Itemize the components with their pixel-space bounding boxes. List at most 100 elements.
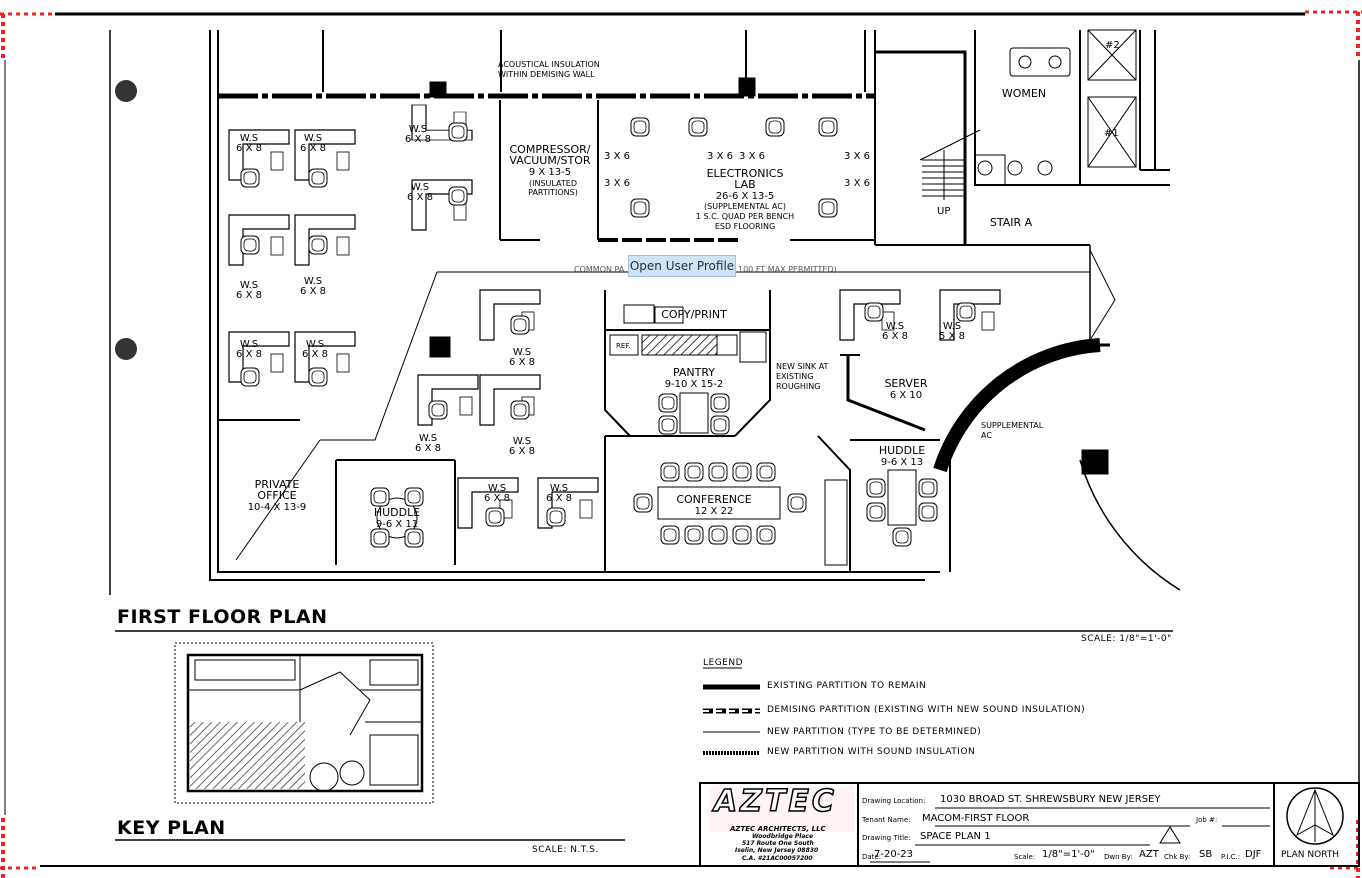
- server-size: 6 X 10: [890, 390, 922, 401]
- huddle-size: 9-6 X 11: [376, 519, 418, 530]
- huddle-size: 9-6 X 13: [881, 457, 923, 468]
- sink-note: NEW SINK AT: [776, 362, 829, 371]
- electronics-size: 26-6 X 13-5: [716, 191, 775, 202]
- drawing-title-label: Drawing Title:: [862, 834, 911, 842]
- office-name: PRIVATE: [255, 478, 300, 491]
- server-name: SERVER: [884, 377, 927, 390]
- ws-size: 6 X 8: [236, 349, 262, 360]
- workstations: [228, 104, 1001, 548]
- firm-logo: AZTEC: [713, 783, 837, 820]
- compressor-name-2: VACUUM/STOR: [509, 154, 590, 167]
- electronics-note-2: 1 S.C. QUAD PER BENCH: [696, 212, 794, 221]
- legend-item: NEW PARTITION WITH SOUND INSULATION: [767, 747, 976, 757]
- key-plan-title: KEY PLAN: [117, 817, 226, 839]
- huddle-name: HUDDLE: [879, 444, 925, 457]
- key-plan-scale: SCALE: N.T.S.: [532, 845, 599, 855]
- firm-address: Iselin, New Jersey 08830: [735, 847, 819, 854]
- tenant-label: Tenant Name:: [862, 816, 911, 824]
- conference-size: 12 X 22: [695, 506, 734, 517]
- up-label: UP: [937, 206, 950, 217]
- location-label: Drawing Location:: [862, 797, 926, 805]
- key-plan: [174, 642, 434, 804]
- electronics-note: (SUPPLEMENTAL AC): [704, 202, 786, 211]
- bench-size: 3 X 6: [707, 151, 733, 162]
- ws-label: W.S: [409, 124, 427, 135]
- ws-label: W.S: [240, 280, 258, 291]
- compressor-note-2: PARTITIONS): [528, 188, 578, 197]
- office-name-2: OFFICE: [257, 489, 296, 502]
- annotations: ACOUSTICAL INSULATION WITHIN DEMISING WA…: [498, 40, 1120, 440]
- date-label: Date:: [862, 853, 882, 861]
- ws-label: W.S: [488, 483, 506, 494]
- pic-value: DJF: [1245, 849, 1262, 860]
- bench-size: 3 X 6: [604, 151, 630, 162]
- corridor-note: COMMON PA: [574, 265, 625, 274]
- tenant-value: MACOM-FIRST FLOOR: [922, 813, 1030, 824]
- scale-value: 1/8"=1'-0": [1042, 849, 1095, 860]
- drawn-label: Dwn By:: [1104, 853, 1133, 861]
- women-label: WOMEN: [1002, 87, 1046, 100]
- conference-name: CONFERENCE: [676, 493, 751, 506]
- ws-label: W.S: [419, 433, 437, 444]
- bench-size: 3 X 6: [844, 178, 870, 189]
- open-user-profile-tooltip[interactable]: Open User Profile: [628, 255, 736, 277]
- ws-size: 6 X 8: [509, 446, 535, 457]
- ws-label: W.S: [411, 182, 429, 193]
- ws-size: 6 X 8: [415, 443, 441, 454]
- ws-size: 6 X 8: [300, 143, 326, 154]
- acoustic-note: ACOUSTICAL INSULATION: [498, 60, 600, 69]
- building-walls: [209, 29, 1181, 591]
- huddle-name: HUDDLE: [374, 506, 420, 519]
- stall-number: #1: [1104, 128, 1119, 139]
- binder-hole: [115, 338, 137, 360]
- ws-size: 6 X 8: [405, 134, 431, 145]
- sink-note-3: ROUGHING: [776, 382, 820, 391]
- legend-item: NEW PARTITION (TYPE TO BE DETERMINED): [767, 727, 982, 737]
- job-label: Job #:: [1196, 816, 1218, 824]
- ws-size: 6 X 8: [300, 286, 326, 297]
- ws-label: W.S: [240, 133, 258, 144]
- ws-size: 6 X 8: [882, 331, 908, 342]
- ws-label: W.S: [513, 347, 531, 358]
- date-value: 7-20-23: [874, 849, 914, 860]
- legend-title: LEGEND: [703, 658, 744, 668]
- title-block-frame: [699, 782, 1360, 867]
- ws-label: W.S: [306, 339, 324, 350]
- ws-label: W.S: [550, 483, 568, 494]
- ws-label: W.S: [886, 321, 904, 332]
- north-label: PLAN NORTH: [1281, 850, 1340, 860]
- firm-address: Woodbridge Place: [752, 833, 814, 840]
- electronics-name: ELECTRONICS: [707, 167, 784, 180]
- sheet-title: FIRST FLOOR PLAN: [117, 606, 328, 628]
- ws-label: W.S: [513, 436, 531, 447]
- location-value: 1030 BROAD ST. SHREWSBURY NEW JERSEY: [940, 794, 1161, 805]
- sink-note-2: EXISTING: [776, 372, 813, 381]
- pantry-size: 9-10 X 15-2: [665, 379, 724, 390]
- bench-size: 3 X 6: [604, 178, 630, 189]
- legend-item: DEMISING PARTITION (EXISTING WITH NEW SO…: [767, 705, 1086, 715]
- ws-size: 6 X 8: [546, 493, 572, 504]
- ws-size: 6 X 8: [484, 493, 510, 504]
- checked-value: SB: [1199, 849, 1213, 860]
- drawing-title-value: SPACE PLAN 1: [920, 831, 991, 842]
- binder-hole: [115, 80, 137, 102]
- scale-label: Scale:: [1014, 853, 1036, 861]
- checked-label: Chk By:: [1164, 853, 1191, 861]
- ac-note: SUPPLEMENTAL: [981, 421, 1044, 430]
- bench-size: 3 X 6: [844, 151, 870, 162]
- ws-size: 6 X 8: [407, 192, 433, 203]
- ac-note-2: AC: [981, 431, 992, 440]
- ws-size: 6 X 8: [236, 143, 262, 154]
- compressor-size: 9 X 13-5: [529, 167, 571, 178]
- room-labels: W.S6 X 8 W.S6 X 8 W.S6 X 8 W.S6 X 8 W.S6…: [236, 87, 1046, 530]
- office-size: 10-4 X 13-9: [248, 502, 307, 513]
- compressor-name: COMPRESSOR/: [509, 143, 590, 156]
- ws-size: 6 X 8: [236, 290, 262, 301]
- firm-address: 517 Route One South: [742, 840, 814, 847]
- ws-label: W.S: [240, 339, 258, 350]
- ws-size: 5 X 8: [939, 331, 965, 342]
- legend-item: EXISTING PARTITION TO REMAIN: [767, 681, 927, 691]
- stall-number: #2: [1105, 40, 1120, 51]
- sheet-scale: SCALE: 1/8"=1'-0": [1081, 634, 1172, 644]
